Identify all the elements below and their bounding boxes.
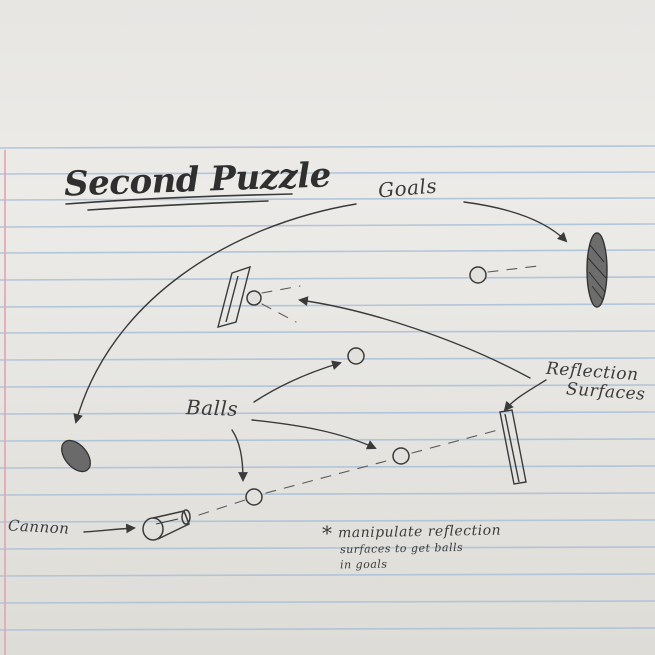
note-line-3: in goals [339,557,388,572]
arrow-balls-to-bottom-ball [231,429,248,482]
arrow-reflection-to-lower-surface [503,379,547,412]
ball-top-right [469,266,487,284]
title-underline [65,193,293,211]
note-line-1: manipulate reflection [337,522,502,542]
ball-bottom-left [245,488,263,506]
trajectories [198,265,539,516]
goals-label: Goals [377,173,439,203]
goal-left [61,439,91,473]
ball-middle [347,347,365,365]
balls [245,266,487,506]
reflection-surface-lower [499,409,527,485]
arrow-goals-to-left-goal [73,203,357,424]
balls-label: Balls [185,395,239,421]
annotation-arrows [73,201,568,534]
note-line-2: surfaces to get balls [339,540,464,557]
arrow-balls-to-middle-ball [253,360,342,403]
arrow-reflection-to-upper-surface [298,296,531,379]
reflection-surface-upper [217,265,251,328]
ruled-lines [0,145,655,631]
ball-upper-left [246,290,262,306]
arrow-goals-to-right-goal [463,201,568,243]
arrow-balls-to-lower-ball [251,419,377,450]
arrow-cannon-label-to-cannon [83,523,136,534]
note-asterisk: * [322,521,333,545]
goal-right [586,232,608,308]
cannon-label: Cannon [7,516,70,538]
cannon [142,509,191,541]
ball-lower-right [392,447,410,465]
